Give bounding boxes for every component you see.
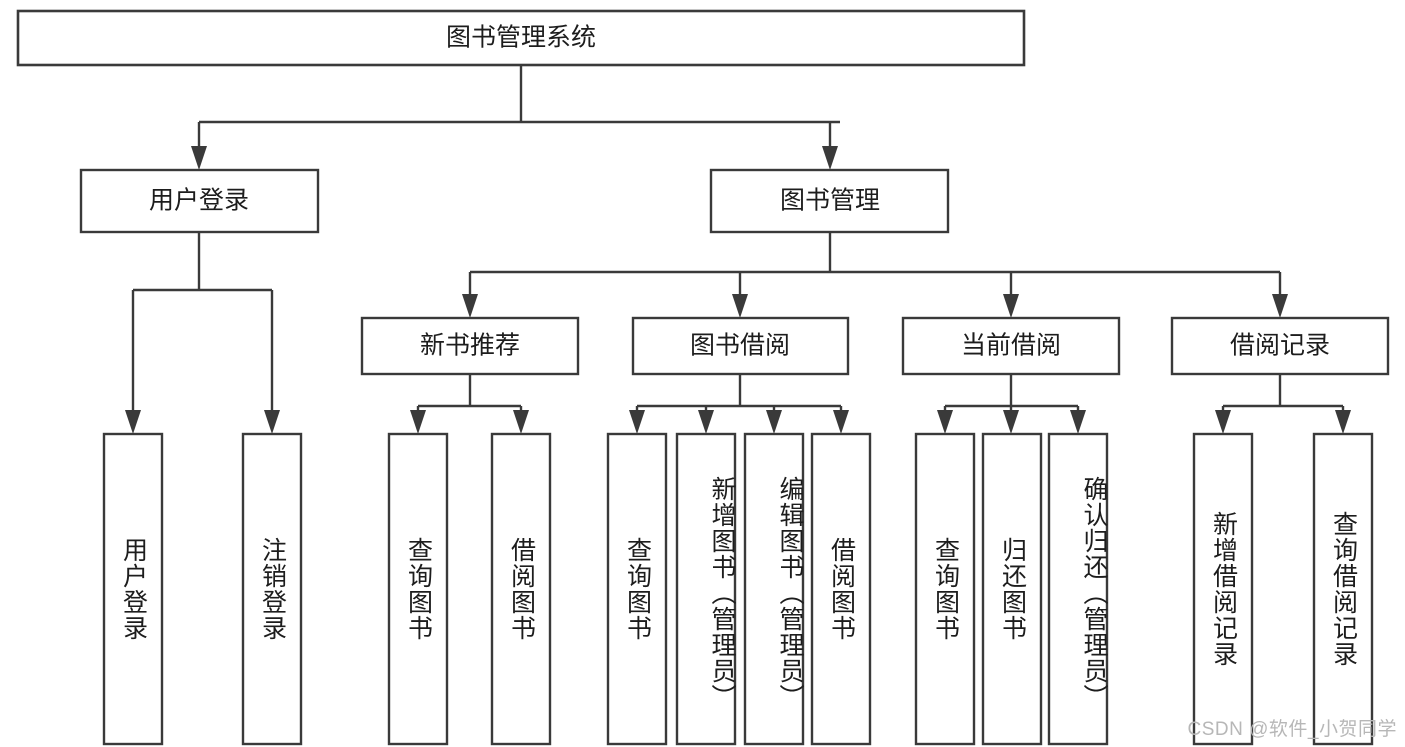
node-label-borrow-record: 借阅记录 — [1230, 332, 1330, 360]
connector-group-root — [191, 65, 840, 170]
node-box-leaf-add-book[interactable] — [675, 432, 737, 746]
connector-group-book-manage — [462, 232, 1288, 318]
node-label-book-manage: 图书管理 — [780, 187, 880, 215]
arrow-head-leaf-borrow-book-1 — [513, 410, 529, 434]
arrow-head-leaf-return-book — [1003, 410, 1019, 434]
node-box-borrow-record[interactable] — [1170, 316, 1390, 376]
arrow-head-leaf-edit-book — [766, 410, 782, 434]
arrow-head-leaf-add-record — [1215, 410, 1231, 434]
node-box-book-borrow[interactable] — [631, 316, 850, 376]
node-label-user-login: 用户登录 — [149, 187, 249, 215]
node-box-leaf-query-book-2[interactable] — [606, 432, 668, 746]
node-box-leaf-user-logout[interactable] — [241, 432, 303, 746]
node-box-leaf-borrow-book-1[interactable] — [490, 432, 552, 746]
node-box-leaf-query-book-3[interactable] — [914, 432, 976, 746]
connector-group-borrow-record — [1215, 374, 1351, 434]
node-box-new-book-rec[interactable] — [360, 316, 580, 376]
node-label-root: 图书管理系统 — [446, 24, 596, 52]
node-box-leaf-return-book[interactable] — [981, 432, 1043, 746]
node-box-current-borrow[interactable] — [901, 316, 1121, 376]
arrow-head-book-manage — [822, 146, 838, 170]
node-box-leaf-query-book-1[interactable] — [387, 432, 449, 746]
node-box-leaf-edit-book[interactable] — [743, 432, 805, 746]
arrow-head-user-login — [191, 146, 207, 170]
arrow-head-leaf-query-record — [1335, 410, 1351, 434]
arrow-head-borrow-record — [1272, 294, 1288, 318]
node-label-current-borrow: 当前借阅 — [961, 332, 1061, 360]
connector-group-new-book-rec — [410, 374, 529, 434]
node-box-leaf-add-record[interactable] — [1192, 432, 1254, 746]
node-box-leaf-query-record[interactable] — [1312, 432, 1374, 746]
node-box-leaf-confirm-return[interactable] — [1047, 432, 1109, 746]
watermark-text: CSDN @软件_小贺同学 — [1187, 719, 1397, 740]
connector-group-current-borrow — [937, 374, 1086, 434]
arrow-head-leaf-user-logout — [264, 410, 280, 434]
arrow-head-new-book-rec — [462, 294, 478, 318]
arrow-head-leaf-query-book-1 — [410, 410, 426, 434]
node-box-leaf-borrow-book-2[interactable] — [810, 432, 872, 746]
node-box-leaf-user-login[interactable] — [102, 432, 164, 746]
arrow-head-leaf-query-book-2 — [629, 410, 645, 434]
arrow-head-leaf-borrow-book-2 — [833, 410, 849, 434]
arrow-head-leaf-add-book — [698, 410, 714, 434]
node-label-book-borrow: 图书借阅 — [690, 332, 790, 360]
node-label-new-book-rec: 新书推荐 — [420, 332, 520, 360]
arrow-head-book-borrow — [732, 294, 748, 318]
arrow-head-leaf-confirm-return — [1070, 410, 1086, 434]
arrow-head-leaf-query-book-3 — [937, 410, 953, 434]
arrow-head-leaf-user-login — [125, 410, 141, 434]
connector-group-book-borrow — [629, 374, 849, 434]
node-box-user-login[interactable] — [79, 168, 320, 234]
arrow-head-current-borrow — [1003, 294, 1019, 318]
node-box-root[interactable] — [16, 9, 1026, 67]
node-box-book-manage[interactable] — [709, 168, 950, 234]
connector-group-user-login — [125, 232, 280, 434]
